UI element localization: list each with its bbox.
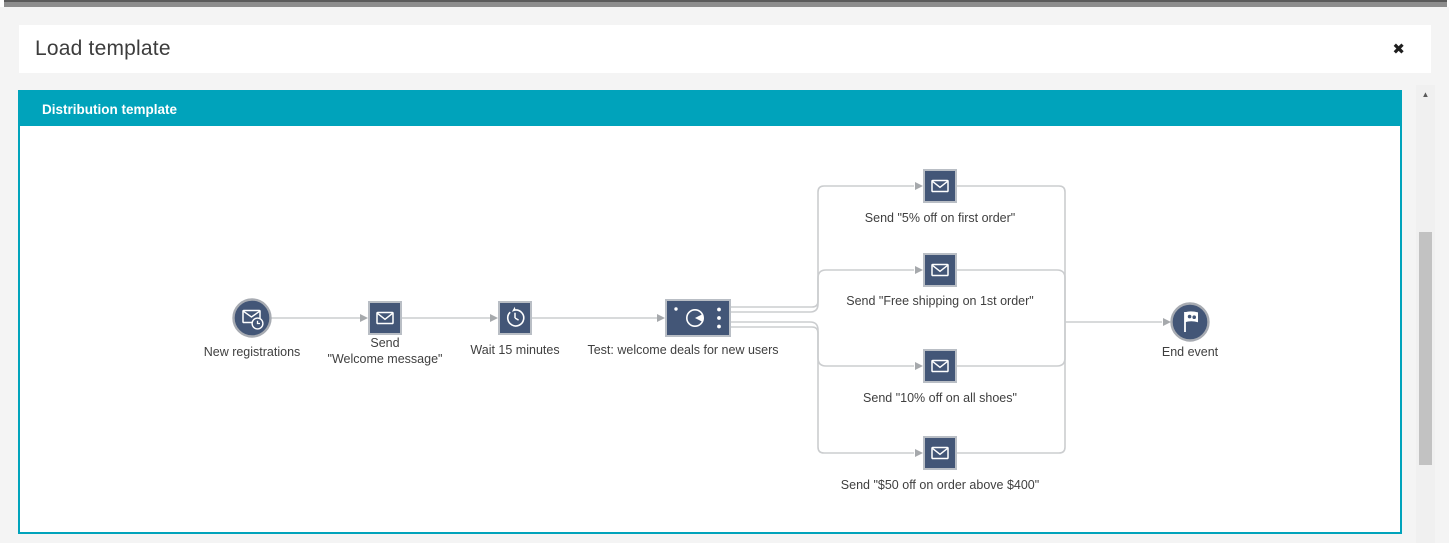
node-label: Send "5% off on first order" [864,211,1016,225]
envelope-icon [376,311,394,325]
node-label: New registrations [203,345,301,359]
modal-title: Load template [35,37,171,60]
envelope-icon [931,263,949,277]
workflow-connectors [271,182,1171,457]
node-ab-test[interactable] [665,299,731,337]
scrollbar-up-arrow-icon[interactable]: ▲ [1421,89,1430,99]
node-label: Send "$50 off on order above $400" [840,478,1040,492]
node-send-branch-4[interactable] [923,436,957,470]
node-label: Send "Free shipping on 1st order" [846,294,1034,308]
wait-clock-icon [506,306,525,327]
node-end-event[interactable] [1169,301,1211,348]
vertical-scrollbar[interactable]: ▲ [1416,85,1435,543]
end-flag-icon [1170,302,1210,342]
template-panel-title: Distribution template [42,101,178,117]
node-send-branch-2[interactable] [923,253,957,287]
node-label: Wait 15 minutes [470,343,560,357]
node-label: Send "Welcome message" [327,336,443,366]
template-panel-header: Distribution template [20,92,1400,126]
envelope-icon [931,446,949,460]
node-send-branch-3[interactable] [923,349,957,383]
node-label: Test: welcome deals for new users [587,343,779,357]
scrollbar-thumb[interactable] [1419,232,1432,465]
node-send-welcome[interactable] [368,301,402,335]
node-label: Send "10% off on all shoes" [863,391,1017,405]
node-new-registrations[interactable] [231,297,273,344]
node-send-branch-1[interactable] [923,169,957,203]
envelope-clock-icon [232,298,272,338]
envelope-icon [931,359,949,373]
workflow-canvas[interactable]: New registrations Send "Welcome message"… [20,126,1400,532]
envelope-icon [931,179,949,193]
ab-test-icon [674,307,721,329]
window-top-bar [4,0,1447,7]
template-panel: Distribution template [18,90,1402,534]
modal-header: Load template ✖ [19,25,1431,73]
node-label: End event [1161,345,1219,359]
close-icon[interactable]: ✖ [1392,41,1405,58]
node-wait[interactable] [498,301,532,335]
